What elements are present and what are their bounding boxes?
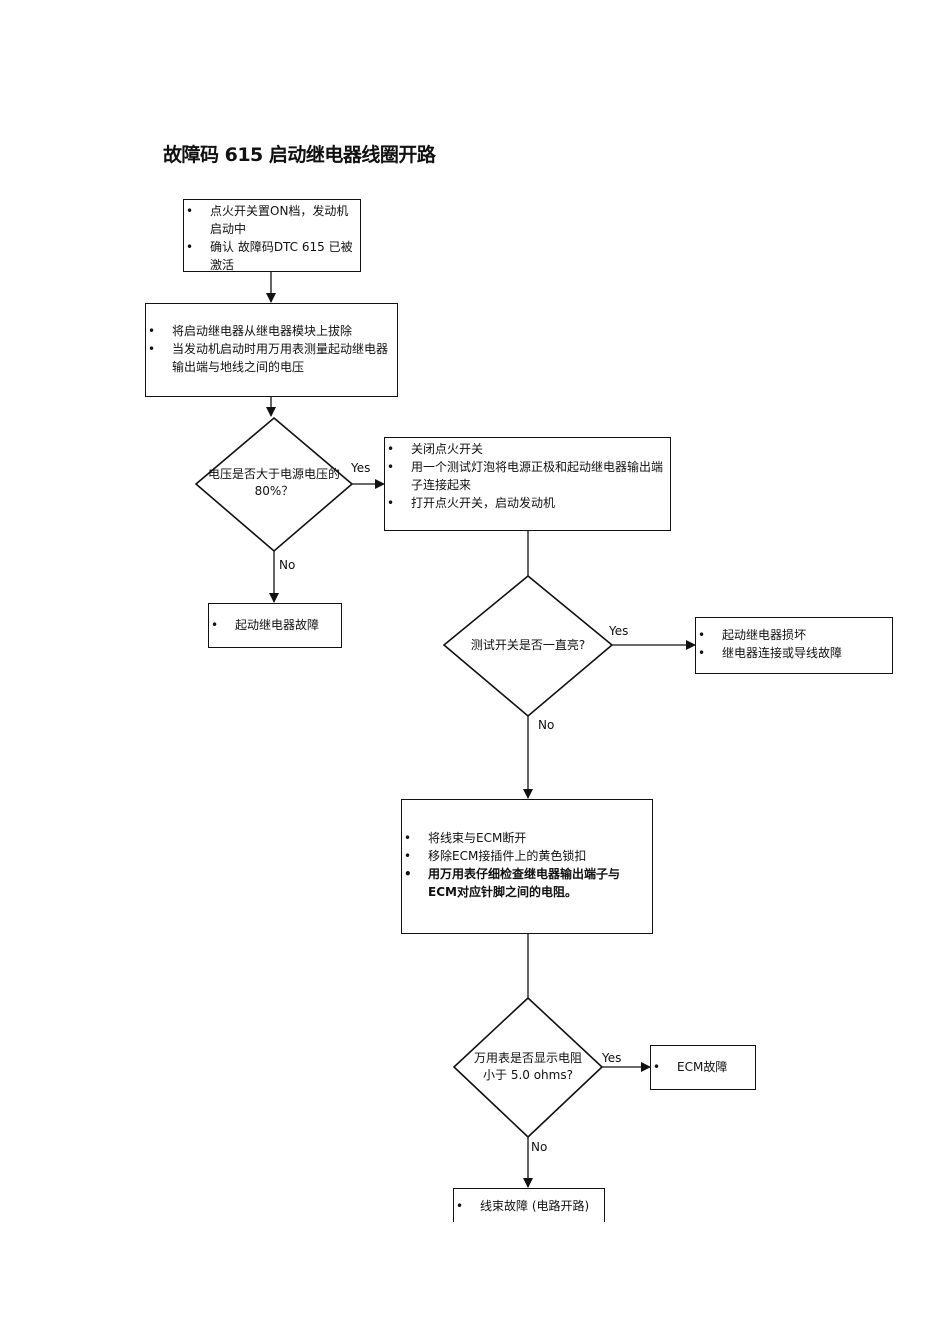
bullet-item: 用一个测试灯泡将电源正极和起动继电器输出端子连接起来 [385, 458, 664, 494]
decision-text-test-lamp: 测试开关是否一直亮? [470, 638, 586, 652]
result-box-relay-fault: 起动继电器故障 [208, 603, 342, 648]
step-box-remove-relay: 将启动继电器从继电器模块上拔除 当发动机启动时用万用表测量起动继电器输出端与地线… [145, 303, 398, 397]
bullet-item: 将线束与ECM断开 [402, 829, 646, 847]
bullet-item: 移除ECM接插件上的黄色锁扣 [402, 847, 646, 865]
step-box-disconnect-ecm: 将线束与ECM断开 移除ECM接插件上的黄色锁扣 用万用表仔细检查继电器输出端子… [401, 799, 653, 934]
bullet-item: ECM故障 [651, 1058, 751, 1076]
step-box-ignition-on: 点火开关置ON档，发动机启动中 确认 故障码DTC 615 已被激活 [183, 199, 361, 272]
bullet-item: 打开点火开关，启动发动机 [385, 494, 664, 512]
bullet-item: 当发动机启动时用万用表测量起动继电器输出端与地线之间的电压 [146, 340, 389, 376]
no-label: No [538, 718, 555, 732]
page-title: 故障码 615 启动继电器线圈开路 [163, 144, 436, 166]
bullet-item: 起动继电器损坏 [696, 626, 888, 644]
no-label: No [279, 558, 296, 572]
bullet-item: 继电器连接或导线故障 [696, 644, 888, 662]
decision-text-resistance: 万用表是否显示电阻小于 5.0 ohms? [473, 1051, 582, 1082]
decision-diamond-voltage [194, 416, 354, 553]
result-box-ecm-fault: ECM故障 [650, 1045, 756, 1090]
bullet-item: 将启动继电器从继电器模块上拔除 [146, 322, 389, 340]
bullet-item: 关闭点火开关 [385, 440, 664, 458]
yes-label: Yes [609, 624, 629, 638]
yes-label: Yes [602, 1051, 622, 1065]
bullet-item: 点火开关置ON档，发动机启动中 [184, 202, 356, 238]
no-label: No [531, 1140, 548, 1154]
decision-text-voltage: 电压是否大于电源电压的80%？ [208, 467, 341, 498]
bullet-item: 确认 故障码DTC 615 已被激活 [184, 238, 356, 274]
step-box-test-lamp: 关闭点火开关 用一个测试灯泡将电源正极和起动继电器输出端子连接起来 打开点火开关… [384, 437, 671, 531]
decision-diamond-resistance [452, 996, 604, 1139]
result-box-relay-damaged: 起动继电器损坏 继电器连接或导线故障 [695, 617, 893, 674]
result-box-harness-fault: 线束故障 (电路开路) [453, 1188, 605, 1222]
bullet-item-bold: 用万用表仔细检查继电器输出端子与ECM对应针脚之间的电阻。 [402, 865, 646, 901]
decision-diamond-test-lamp [442, 574, 614, 718]
yes-label: Yes [351, 461, 371, 475]
bullet-item: 线束故障 (电路开路) [454, 1197, 600, 1215]
bullet-item: 起动继电器故障 [209, 616, 337, 634]
